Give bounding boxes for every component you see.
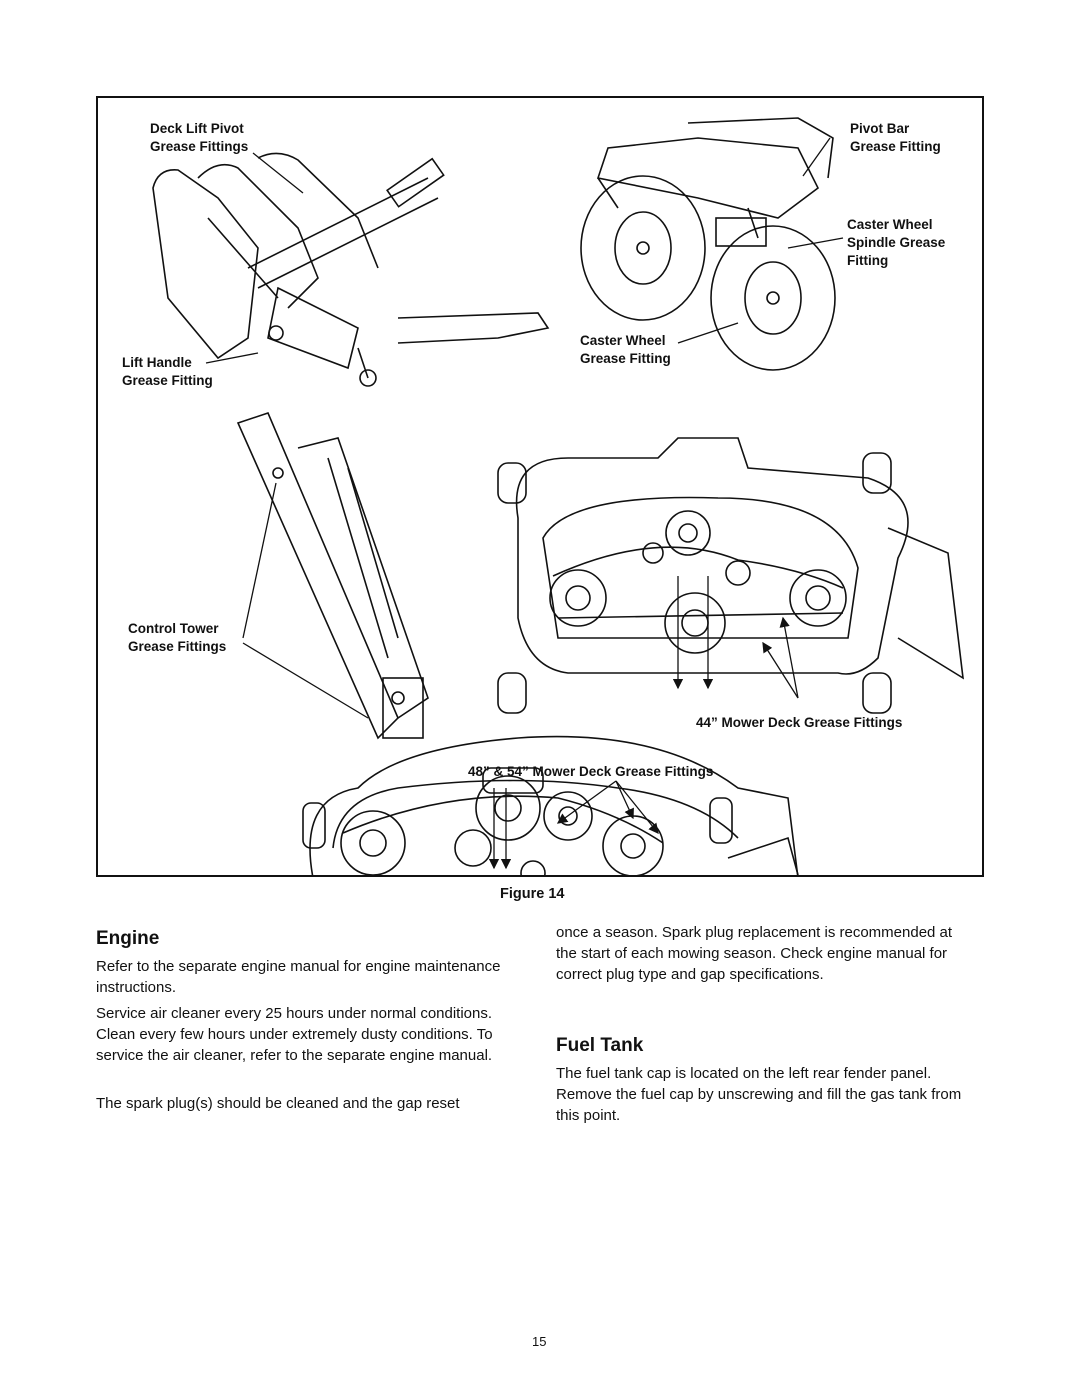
control-tower-drawing	[236, 412, 429, 740]
page-number: 15	[532, 1334, 547, 1349]
fuel-tank-heading: Fuel Tank	[556, 1035, 644, 1056]
callout-caster-spindle: Caster Wheel Spindle Grease Fitting	[847, 217, 946, 268]
deck-44-drawing	[497, 437, 964, 714]
callout-pivot-bar: Pivot Bar Grease Fitting	[850, 121, 941, 154]
engine-heading: Engine	[96, 928, 160, 949]
callout-caster-wheel: Caster Wheel Grease Fitting	[580, 333, 671, 366]
engine-paragraph-3-continued: once a season. Spark plug replacement is…	[556, 924, 953, 983]
figure-caption: Figure 14	[500, 886, 565, 902]
callout-lift-handle: Lift Handle Grease Fitting	[122, 355, 213, 388]
engine-paragraph-3: The spark plug(s) should be cleaned and …	[96, 1095, 460, 1112]
callout-deck-44: 44” Mower Deck Grease Fittings	[696, 715, 903, 730]
engine-paragraph-1: Refer to the separate engine manual for …	[96, 958, 501, 996]
callout-deck-lift-pivot: Deck Lift Pivot Grease Fittings	[150, 121, 249, 154]
deck-lift-pivot-drawing	[152, 152, 550, 387]
fuel-tank-paragraph: The fuel tank cap is located on the left…	[556, 1065, 962, 1124]
callout-control-tower: Control Tower Grease Fittings	[128, 621, 227, 654]
deck-48-54-drawing	[302, 735, 799, 875]
figure-14-frame: Deck Lift Pivot Grease Fittings Pivot Ba…	[96, 96, 984, 877]
grease-fittings-illustration	[152, 117, 964, 875]
engine-paragraph-2: Service air cleaner every 25 hours under…	[96, 1005, 493, 1064]
callout-deck-48-54: 48” & 54” Mower Deck Grease Fittings	[468, 764, 714, 779]
